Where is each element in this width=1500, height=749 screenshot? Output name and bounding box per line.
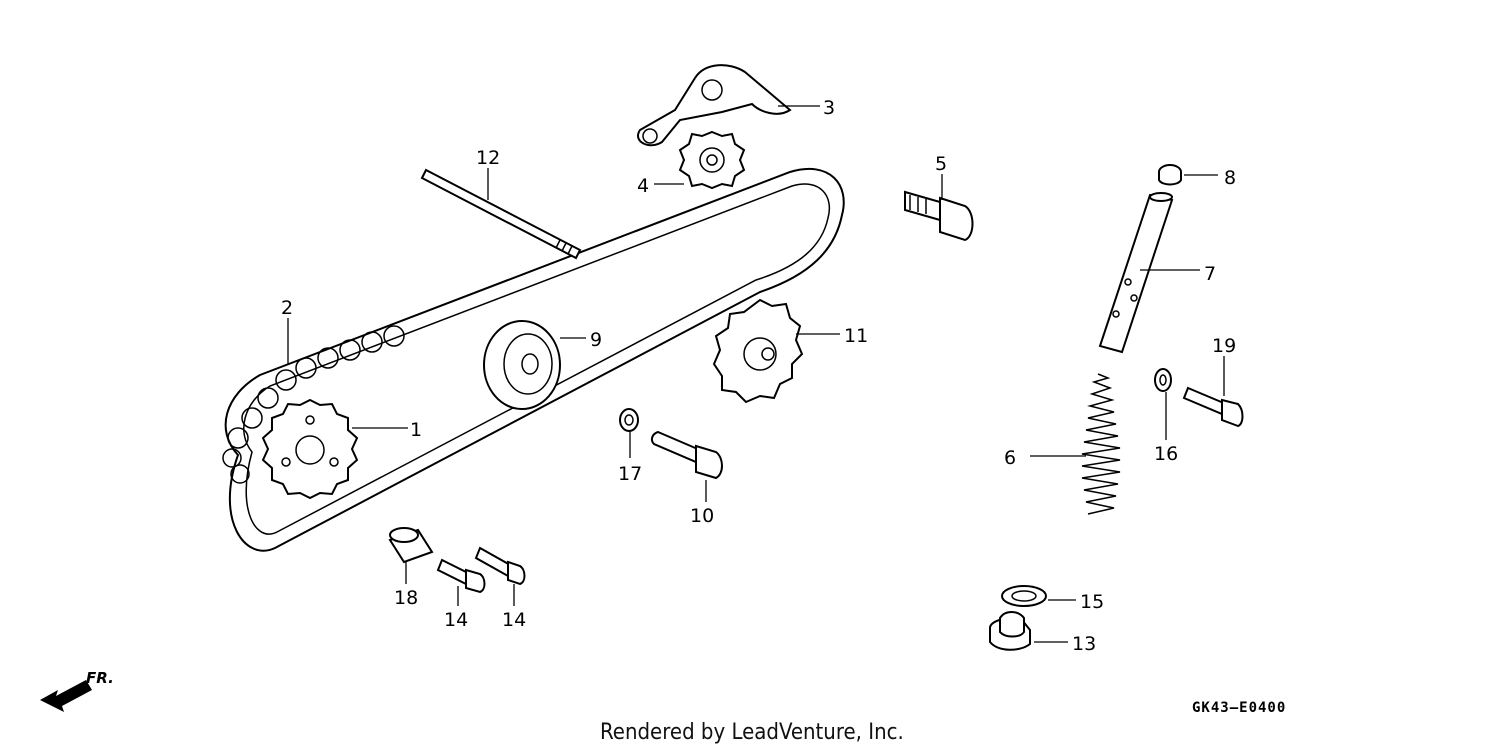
callout-3: 3 <box>823 97 835 119</box>
tensioner-spring[interactable] <box>1081 373 1121 515</box>
cam-chain-guide-roller[interactable] <box>483 320 561 410</box>
washer-17[interactable] <box>619 408 639 432</box>
tensioner-shaft[interactable] <box>420 168 582 260</box>
callout-14b: 14 <box>502 609 526 631</box>
callout-6: 6 <box>1004 447 1016 469</box>
callout-2: 2 <box>281 297 293 319</box>
callout-7: 7 <box>1204 263 1216 285</box>
callout-8: 8 <box>1224 167 1236 189</box>
sealing-bolt[interactable] <box>989 611 1031 651</box>
callout-17: 17 <box>618 463 642 485</box>
callout-14a: 14 <box>444 609 468 631</box>
callout-18: 18 <box>394 587 418 609</box>
bolt-14a[interactable] <box>436 558 486 594</box>
front-marker-label: FR. <box>86 669 114 687</box>
callout-19: 19 <box>1212 335 1236 357</box>
callout-16: 16 <box>1154 443 1178 465</box>
bolt-19[interactable] <box>1182 386 1244 428</box>
callout-4: 4 <box>637 175 649 197</box>
washer-16[interactable] <box>1154 368 1172 392</box>
tensioner-sprocket-lower[interactable] <box>712 298 804 404</box>
diagram-code: GK43—E0400 <box>1192 700 1286 716</box>
front-direction-arrow: FR. <box>40 669 114 712</box>
callout-5: 5 <box>935 153 947 175</box>
leader-lines <box>287 105 1225 643</box>
tensioner-sprocket-upper[interactable] <box>678 130 746 190</box>
callout-9: 9 <box>590 329 602 351</box>
roller-bolt[interactable] <box>650 430 723 480</box>
sealing-washer[interactable] <box>1001 585 1047 607</box>
callout-15: 15 <box>1080 591 1104 613</box>
render-credit: Rendered by LeadVenture, Inc. <box>600 720 904 745</box>
push-rod-cap[interactable] <box>1158 164 1182 186</box>
tensioner-bolt[interactable] <box>904 190 974 242</box>
callout-13: 13 <box>1072 633 1096 655</box>
callout-10: 10 <box>690 505 714 527</box>
callout-11: 11 <box>844 325 868 347</box>
cam-chain-drive-sprocket[interactable] <box>261 398 359 500</box>
callout-1: 1 <box>410 419 422 441</box>
tensioner-arm[interactable] <box>637 64 792 147</box>
callout-12: 12 <box>476 147 500 169</box>
collar[interactable] <box>388 527 434 564</box>
bolt-14b[interactable] <box>474 546 526 586</box>
tensioner-push-rod[interactable] <box>1098 192 1174 354</box>
